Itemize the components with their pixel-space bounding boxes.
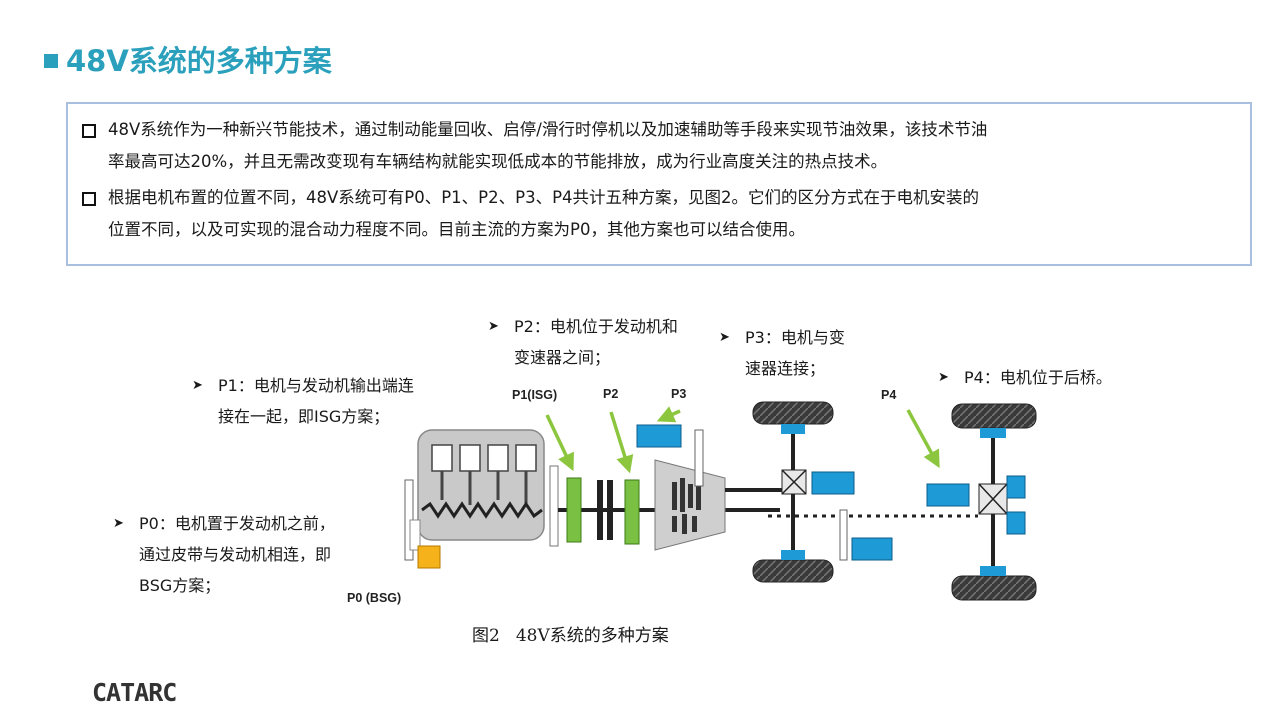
callout-p3: ➤ P3：电机与变 速器连接；	[719, 322, 845, 384]
callout-line: 通过皮带与发动机相连，即	[139, 545, 332, 564]
arrow-p2	[609, 411, 634, 474]
front-axle	[725, 401, 855, 583]
caption-number: 图2	[472, 626, 500, 646]
p1-motor	[566, 477, 582, 543]
label-p1: P1(ISG)	[512, 388, 557, 402]
bullet-line: 位置不同，以及可实现的混合动力程度不同。目前主流的方案为P0，其他方案也可以结合…	[108, 220, 805, 239]
callout-line: P1：电机与发动机输出端连	[218, 376, 414, 395]
slide-title: 48V系统的多种方案	[44, 38, 332, 80]
bullet-item: 根据电机布置的位置不同，48V系统可有P0、P1、P2、P3、P4共计五种方案，…	[82, 182, 1234, 246]
clutch-plate	[607, 480, 613, 540]
shaft-coupler	[839, 509, 848, 561]
callout-p2: ➤ P2：电机位于发动机和 变速器之间；	[488, 311, 678, 373]
arrow-p1	[545, 414, 574, 472]
callout-line: 速器连接；	[745, 359, 826, 378]
callout-line: 变速器之间；	[514, 348, 611, 367]
callout-line: P0：电机置于发动机之前，	[139, 514, 335, 533]
bullet-line: 率最高可达20%，并且无需改变现有车辆结构就能实现低成本的节能排放，成为行业高度…	[108, 152, 888, 171]
checkbox-icon	[82, 192, 96, 206]
label-p0: P0 (BSG)	[347, 591, 401, 605]
arrow-p3	[656, 406, 681, 423]
callout-line: P2：电机位于发动机和	[514, 317, 678, 336]
summary-box: 48V系统作为一种新兴节能技术，通过制动能量回收、启停/滑行时停机以及加速辅助等…	[66, 102, 1252, 266]
arrow-right-icon: ➤	[719, 330, 730, 345]
arrow-p4	[906, 409, 940, 469]
p0-motor	[417, 545, 441, 569]
callout-line: P4：电机位于后桥。	[964, 368, 1112, 387]
callout-line: 接在一起，即ISG方案；	[218, 407, 390, 426]
callout-p4: ➤ P4：电机位于后桥。	[938, 362, 1112, 393]
engine-block	[404, 429, 545, 561]
p2-motor	[624, 479, 640, 545]
figure-caption: 图2 48V系统的多种方案	[472, 621, 669, 646]
callout-p0: ➤ P0：电机置于发动机之前， 通过皮带与发动机相连，即 BSG方案；	[113, 508, 335, 601]
aux-motor	[851, 537, 893, 561]
catarc-logo: CATARC	[92, 678, 177, 707]
checkbox-icon	[82, 124, 96, 138]
callout-line: P3：电机与变	[745, 328, 845, 347]
label-p3: P3	[671, 387, 686, 401]
arrow-right-icon: ➤	[488, 319, 499, 334]
arrow-right-icon: ➤	[938, 370, 949, 385]
label-p4: P4	[881, 388, 896, 402]
title-square-icon	[44, 54, 58, 68]
bullet-line: 48V系统作为一种新兴节能技术，通过制动能量回收、启停/滑行时停机以及加速辅助等…	[108, 120, 988, 139]
label-p2: P2	[603, 387, 618, 401]
callout-p1: ➤ P1：电机与发动机输出端连 接在一起，即ISG方案；	[192, 370, 414, 432]
p3-motor	[636, 424, 682, 448]
transmission	[654, 429, 726, 551]
arrow-right-icon: ➤	[192, 378, 203, 393]
rear-axle	[926, 403, 1037, 601]
arrow-right-icon: ➤	[113, 516, 124, 531]
caption-text: 48V系统的多种方案	[515, 626, 669, 646]
bullet-item: 48V系统作为一种新兴节能技术，通过制动能量回收、启停/滑行时停机以及加速辅助等…	[82, 114, 1234, 178]
clutch-plate	[597, 480, 603, 540]
title-text: 48V系统的多种方案	[66, 44, 332, 78]
bullet-line: 根据电机布置的位置不同，48V系统可有P0、P1、P2、P3、P4共计五种方案，…	[108, 188, 980, 207]
callout-line: BSG方案；	[139, 576, 221, 595]
flywheel	[549, 465, 559, 547]
